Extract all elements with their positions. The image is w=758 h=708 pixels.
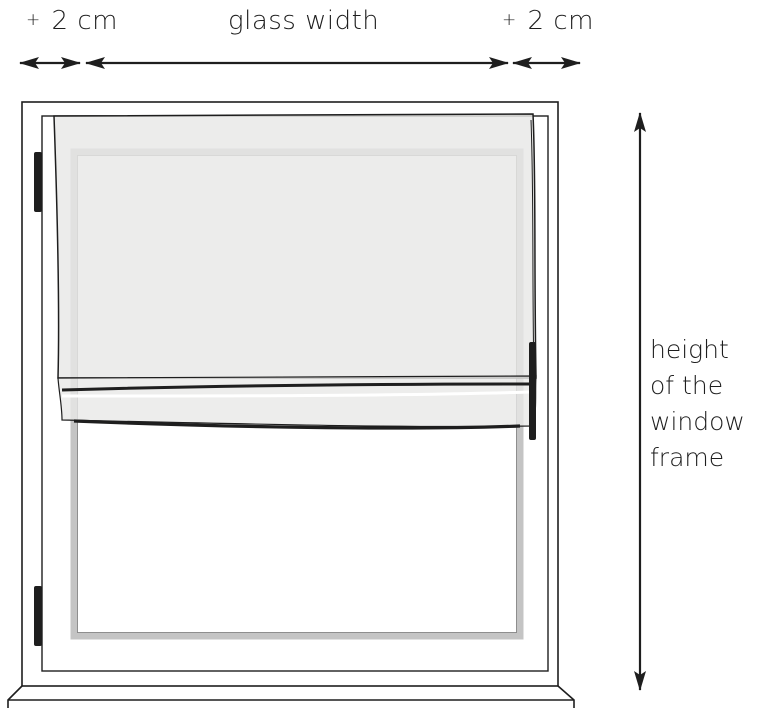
height-label-line: of the <box>650 371 724 400</box>
blind-panel <box>53 113 537 379</box>
roman-blind <box>53 113 537 440</box>
right-margin-value: 2 cm <box>527 6 594 36</box>
left-plus-sign: + <box>26 10 41 30</box>
hinge-bottom <box>34 586 42 646</box>
left-margin-label: + 2 cm <box>26 6 118 36</box>
height-label: height of the window frame <box>650 332 745 476</box>
height-label-line: height <box>650 335 729 364</box>
right-plus-sign: + <box>502 10 517 30</box>
window-sill <box>7 685 575 708</box>
height-label-line: frame <box>650 443 725 472</box>
glass-width-label: glass width <box>228 6 380 36</box>
window-handle <box>529 342 536 440</box>
right-margin-label: + 2 cm <box>502 6 594 36</box>
height-label-line: window <box>650 407 745 436</box>
left-margin-value: 2 cm <box>51 6 118 36</box>
hinge-top <box>34 152 42 212</box>
